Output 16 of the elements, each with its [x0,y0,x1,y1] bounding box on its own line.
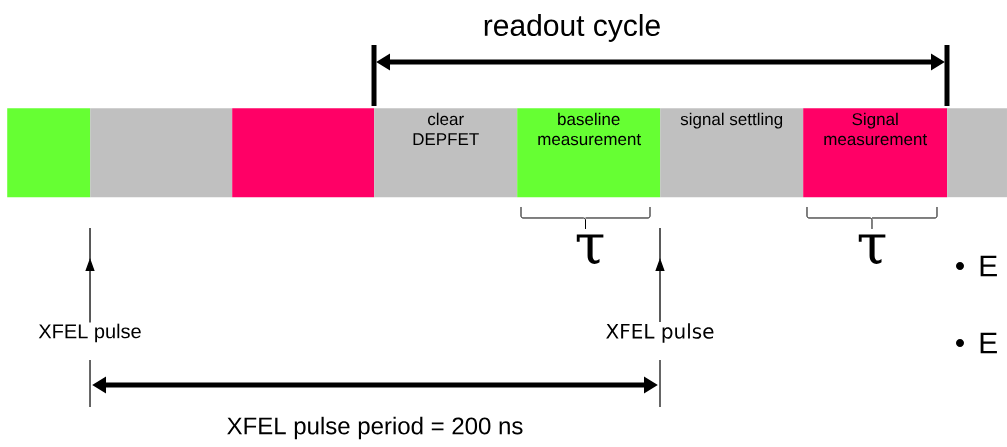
time-segment: Signal measurement [803,108,948,198]
pulse-label: XFEL pulse [606,323,714,343]
time-segment [7,108,91,198]
time-segment [90,108,233,198]
time-segment: signal settling [660,108,804,198]
text-label: readout cycle [484,14,660,42]
pulse-label: XFEL pulse [38,323,141,343]
tau-symbol: τ [576,234,604,264]
time-segment: baseline measurement [517,108,661,198]
time-segment [232,108,375,198]
tau-symbol: τ [858,234,886,264]
bullet-text: E [980,255,997,277]
time-segment: clear DEPFET [374,108,518,198]
time-segment [947,108,1007,198]
bullet-text: E [980,332,997,354]
text-label: XFEL pulse period = 200 ns [227,416,523,440]
